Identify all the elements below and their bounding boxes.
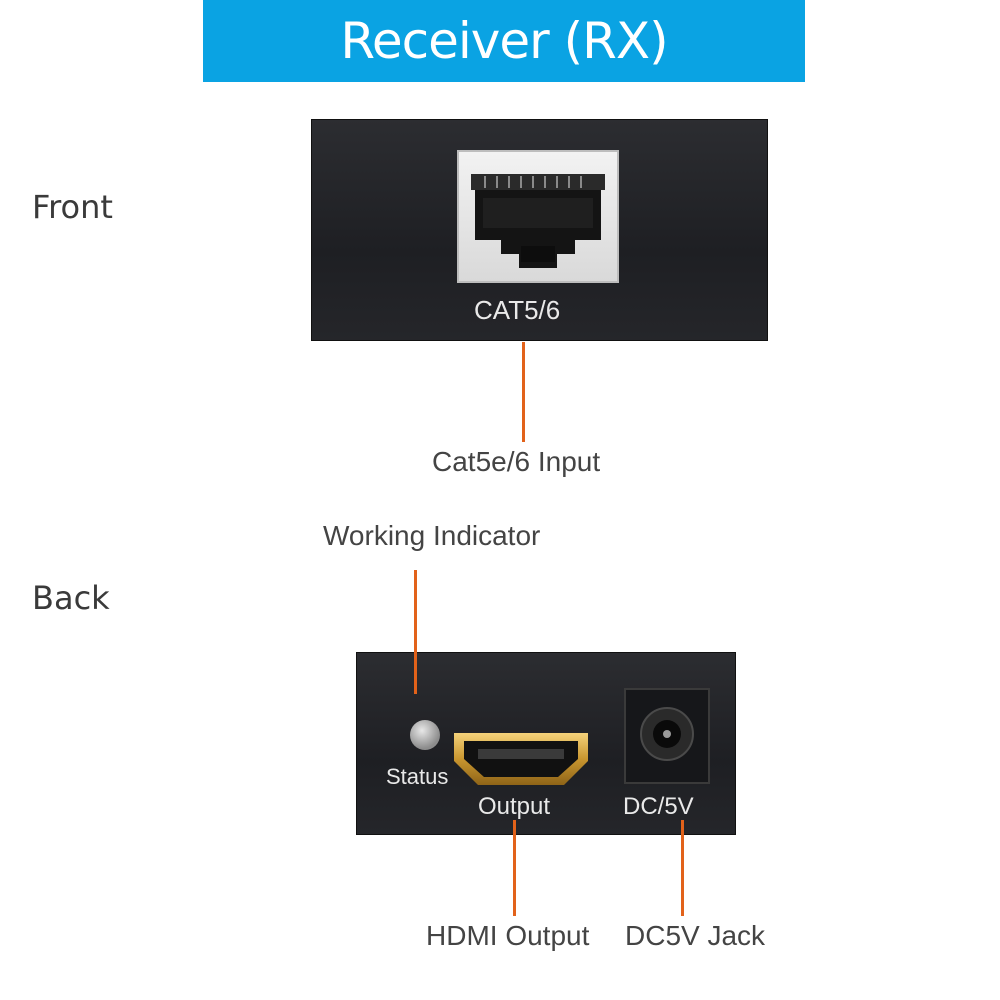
working-indicator-leader-line (414, 570, 417, 694)
status-led-icon (410, 720, 440, 750)
dc-jack-icon (624, 688, 710, 784)
dc-label: DC/5V (623, 793, 694, 820)
working-indicator-leader-line-inner (414, 652, 417, 694)
cat-input-leader-line (522, 342, 525, 442)
cat-port-label: CAT5/6 (474, 295, 561, 325)
hdmi-output-leader-line (513, 820, 516, 916)
back-label: Back (32, 579, 110, 617)
front-label: Front (32, 188, 113, 226)
hdmi-output-callout: HDMI Output (426, 920, 590, 951)
title-banner: Receiver (RX) (203, 0, 805, 82)
working-indicator-callout: Working Indicator (323, 520, 541, 551)
cat-input-callout: Cat5e/6 Input (432, 446, 601, 477)
rj45-port-icon (471, 174, 605, 268)
output-label: Output (478, 793, 551, 820)
page-title: Receiver (RX) (340, 12, 668, 70)
dc-jack-leader-line (681, 820, 684, 916)
hdmi-port-icon (454, 733, 588, 785)
status-label: Status (386, 764, 449, 789)
dc-jack-callout: DC5V Jack (625, 920, 766, 951)
